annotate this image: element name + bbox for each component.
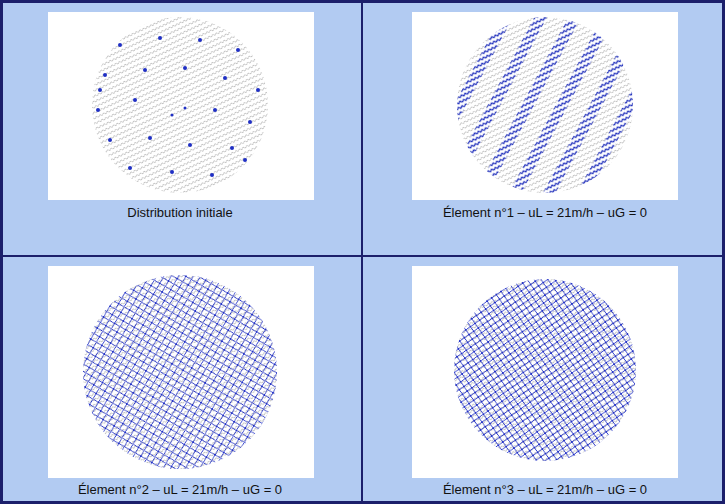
panel-caption: Élement n°2 – uL = 21m/h – uG = 0 — [78, 482, 282, 498]
panel-caption: Distribution initiale — [127, 205, 233, 221]
panel-caption: Élement n°1 – uL = 21m/h – uG = 0 — [443, 205, 647, 221]
panel-caption: Élement n°3 – uL = 21m/h – uG = 0 — [443, 482, 647, 498]
